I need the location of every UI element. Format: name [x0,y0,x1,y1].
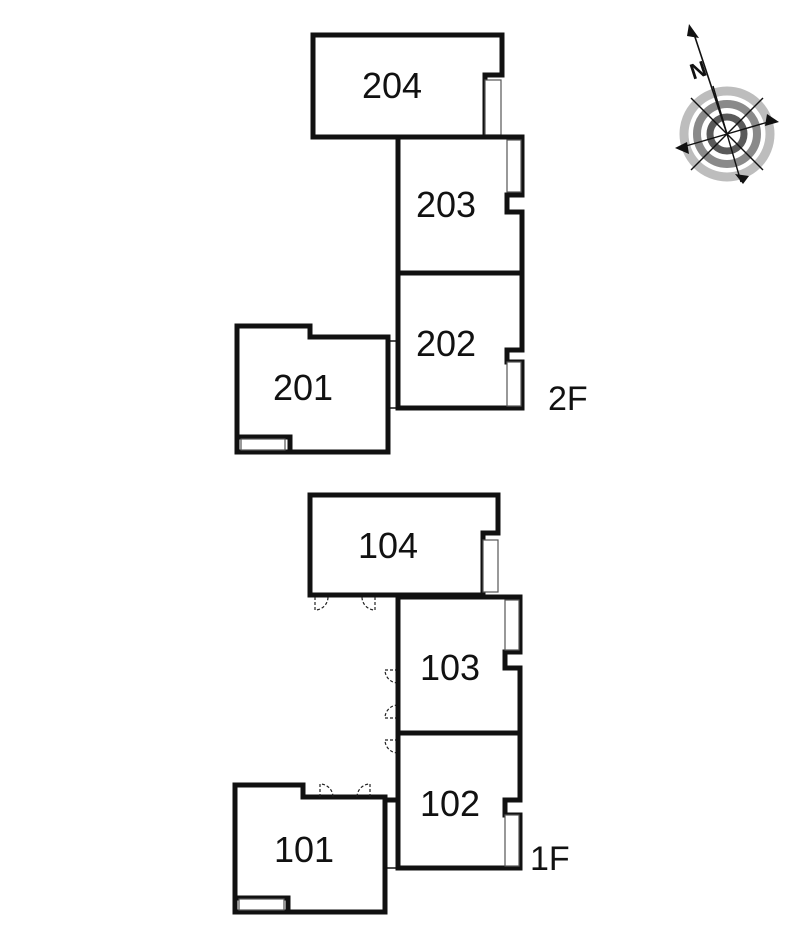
corridor-wall [385,597,401,803]
room-104[interactable]: 104 [307,492,501,611]
room-204-label: 204 [362,65,422,106]
room-101[interactable]: 101 [232,782,398,915]
room-204[interactable]: 204 [310,32,505,140]
compass-rose-icon: N [675,24,779,184]
room-203-label: 203 [416,184,476,225]
floor-label-1f: 1F [530,840,570,878]
floor-label-2f: 2F [548,380,588,418]
room-101-label: 101 [274,829,334,870]
room-201-label: 201 [273,367,333,408]
room-104-label: 104 [358,525,418,566]
room-103[interactable]: 103 [384,594,523,736]
room-103-label: 103 [420,647,480,688]
room-202-label: 202 [416,323,476,364]
second-floor: 204 203 202 201 2F [234,32,588,455]
room-202[interactable]: 202 [395,270,525,411]
first-floor: 104 103 102 101 [232,492,570,915]
room-102-label: 102 [420,783,480,824]
room-201[interactable]: 201 [234,323,398,455]
room-203[interactable]: 203 [395,134,525,276]
compass-north-label: N [687,56,710,85]
room-102[interactable]: 102 [384,730,523,871]
